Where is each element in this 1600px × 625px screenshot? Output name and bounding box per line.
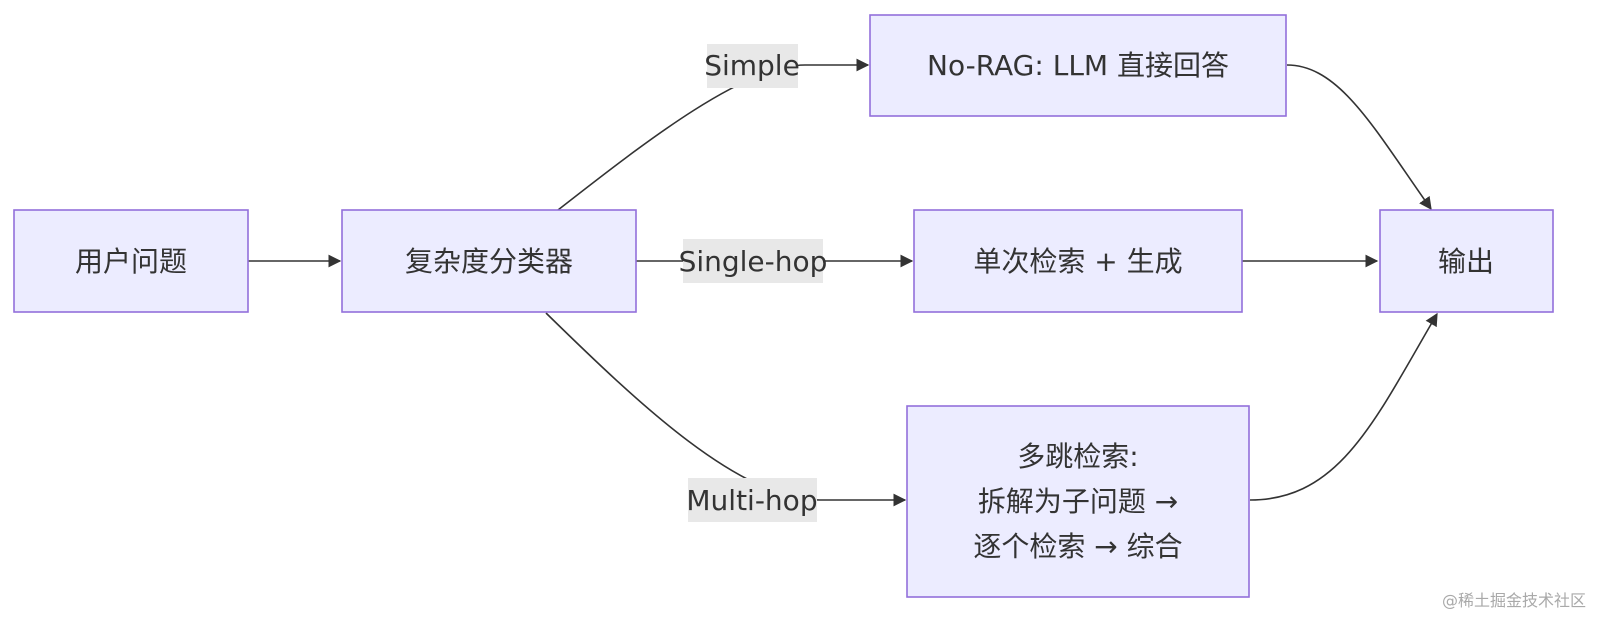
- edge-label-simple-text: Simple: [704, 49, 800, 82]
- edge-label-multi-hop: Multi-hop: [686, 478, 818, 522]
- watermark: @稀土掘金技术社区: [1441, 591, 1586, 610]
- node-user-question: 用户问题: [13, 209, 249, 313]
- node-classifier-label: 复杂度分类器: [405, 245, 573, 278]
- edge-label-single-hop: Single-hop: [679, 239, 828, 283]
- node-multi-hop-line-3: 逐个检索 → 综合: [973, 530, 1182, 563]
- node-user-question-label: 用户问题: [75, 245, 187, 278]
- edge-classifier-to-multihop: [545, 312, 907, 507]
- edge-multihop-to-output: [1249, 312, 1438, 501]
- node-multi-hop: 多跳检索: 拆解为子问题 → 逐个检索 → 综合: [906, 405, 1250, 598]
- edge-label-single-hop-text: Single-hop: [679, 245, 828, 278]
- node-no-rag: No-RAG: LLM 直接回答: [869, 14, 1287, 117]
- edge-label-simple: Simple: [704, 44, 800, 88]
- node-no-rag-label: No-RAG: LLM 直接回答: [927, 49, 1229, 82]
- node-multi-hop-line-2: 拆解为子问题 →: [978, 485, 1178, 518]
- node-single-hop: 单次检索 + 生成: [913, 209, 1243, 313]
- edge-norag-to-output: [1286, 64, 1432, 211]
- node-output: 输出: [1379, 209, 1554, 313]
- node-multi-hop-line-1: 多跳检索:: [1017, 440, 1138, 473]
- node-output-label: 输出: [1438, 245, 1494, 278]
- node-single-hop-label: 单次检索 + 生成: [973, 245, 1182, 278]
- edge-label-multi-hop-text: Multi-hop: [686, 484, 817, 517]
- node-classifier: 复杂度分类器: [341, 209, 637, 313]
